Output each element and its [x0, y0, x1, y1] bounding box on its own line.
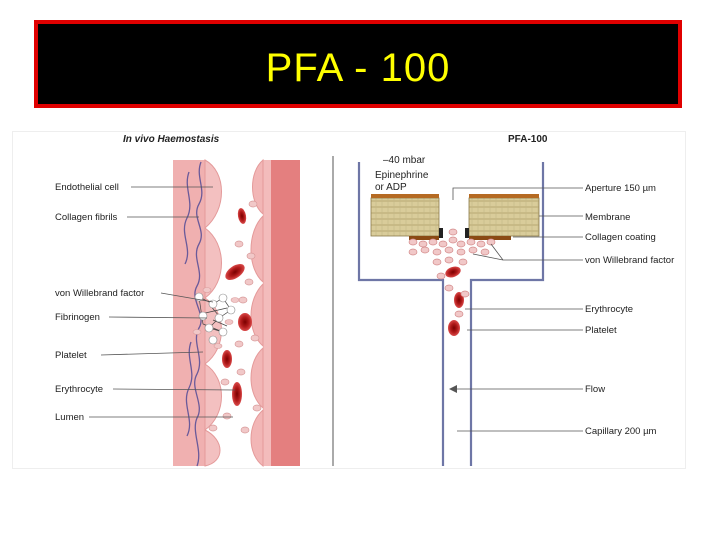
right-panel-heading: PFA-100 [508, 134, 548, 145]
membrane-right [469, 198, 539, 236]
left-panel-heading: In vivo Haemostasis [123, 134, 220, 145]
collagen-coating-left-top [371, 194, 439, 198]
erythrocytes-left [222, 207, 252, 406]
flow-arrow-icon [449, 385, 457, 393]
label-platelet-right: Platelet [585, 325, 617, 336]
label-fibrinogen: Fibrinogen [55, 312, 100, 323]
agonist-label-line2: or ADP [375, 182, 407, 193]
label-collagen-coating: Collagen coating [585, 232, 656, 243]
aperture-edge-left [439, 228, 443, 238]
pfa-100-panel: PFA-100 –40 mbar Epinephrine or ADP [359, 134, 674, 466]
label-collagen-fibrils: Collagen fibrils [55, 212, 118, 223]
label-platelet: Platelet [55, 350, 87, 361]
in-vivo-panel: In vivo Haemostasis [55, 134, 300, 466]
label-lumen: Lumen [55, 412, 84, 423]
slide-title: PFA - 100 [38, 46, 678, 91]
label-membrane: Membrane [585, 212, 630, 223]
label-aperture: Aperture 150 µm [585, 183, 656, 194]
agonist-label-line1: Epinephrine [375, 170, 429, 181]
aperture-edge-right [465, 228, 469, 238]
membrane-left [371, 198, 439, 236]
diagram-canvas: In vivo Haemostasis [13, 132, 685, 468]
title-banner: PFA - 100 [34, 20, 682, 108]
haemostasis-figure: In vivo Haemostasis [13, 132, 685, 468]
left-endothelium [173, 160, 222, 466]
vessel-wall [268, 160, 300, 466]
label-von-willebrand-factor-right: von Willebrand factor [585, 255, 674, 266]
label-von-willebrand-factor: von Willebrand factor [55, 288, 144, 299]
vessel-wall-edge [263, 160, 271, 466]
label-capillary: Capillary 200 µm [585, 426, 657, 437]
label-flow: Flow [585, 384, 605, 395]
label-endothelial-cell: Endothelial cell [55, 182, 119, 193]
collagen-coating-right-top [469, 194, 539, 198]
label-erythrocyte-right: Erythrocyte [585, 304, 633, 315]
erythrocytes-right [444, 265, 464, 336]
pressure-label: –40 mbar [383, 155, 426, 166]
label-erythrocyte: Erythrocyte [55, 384, 103, 395]
